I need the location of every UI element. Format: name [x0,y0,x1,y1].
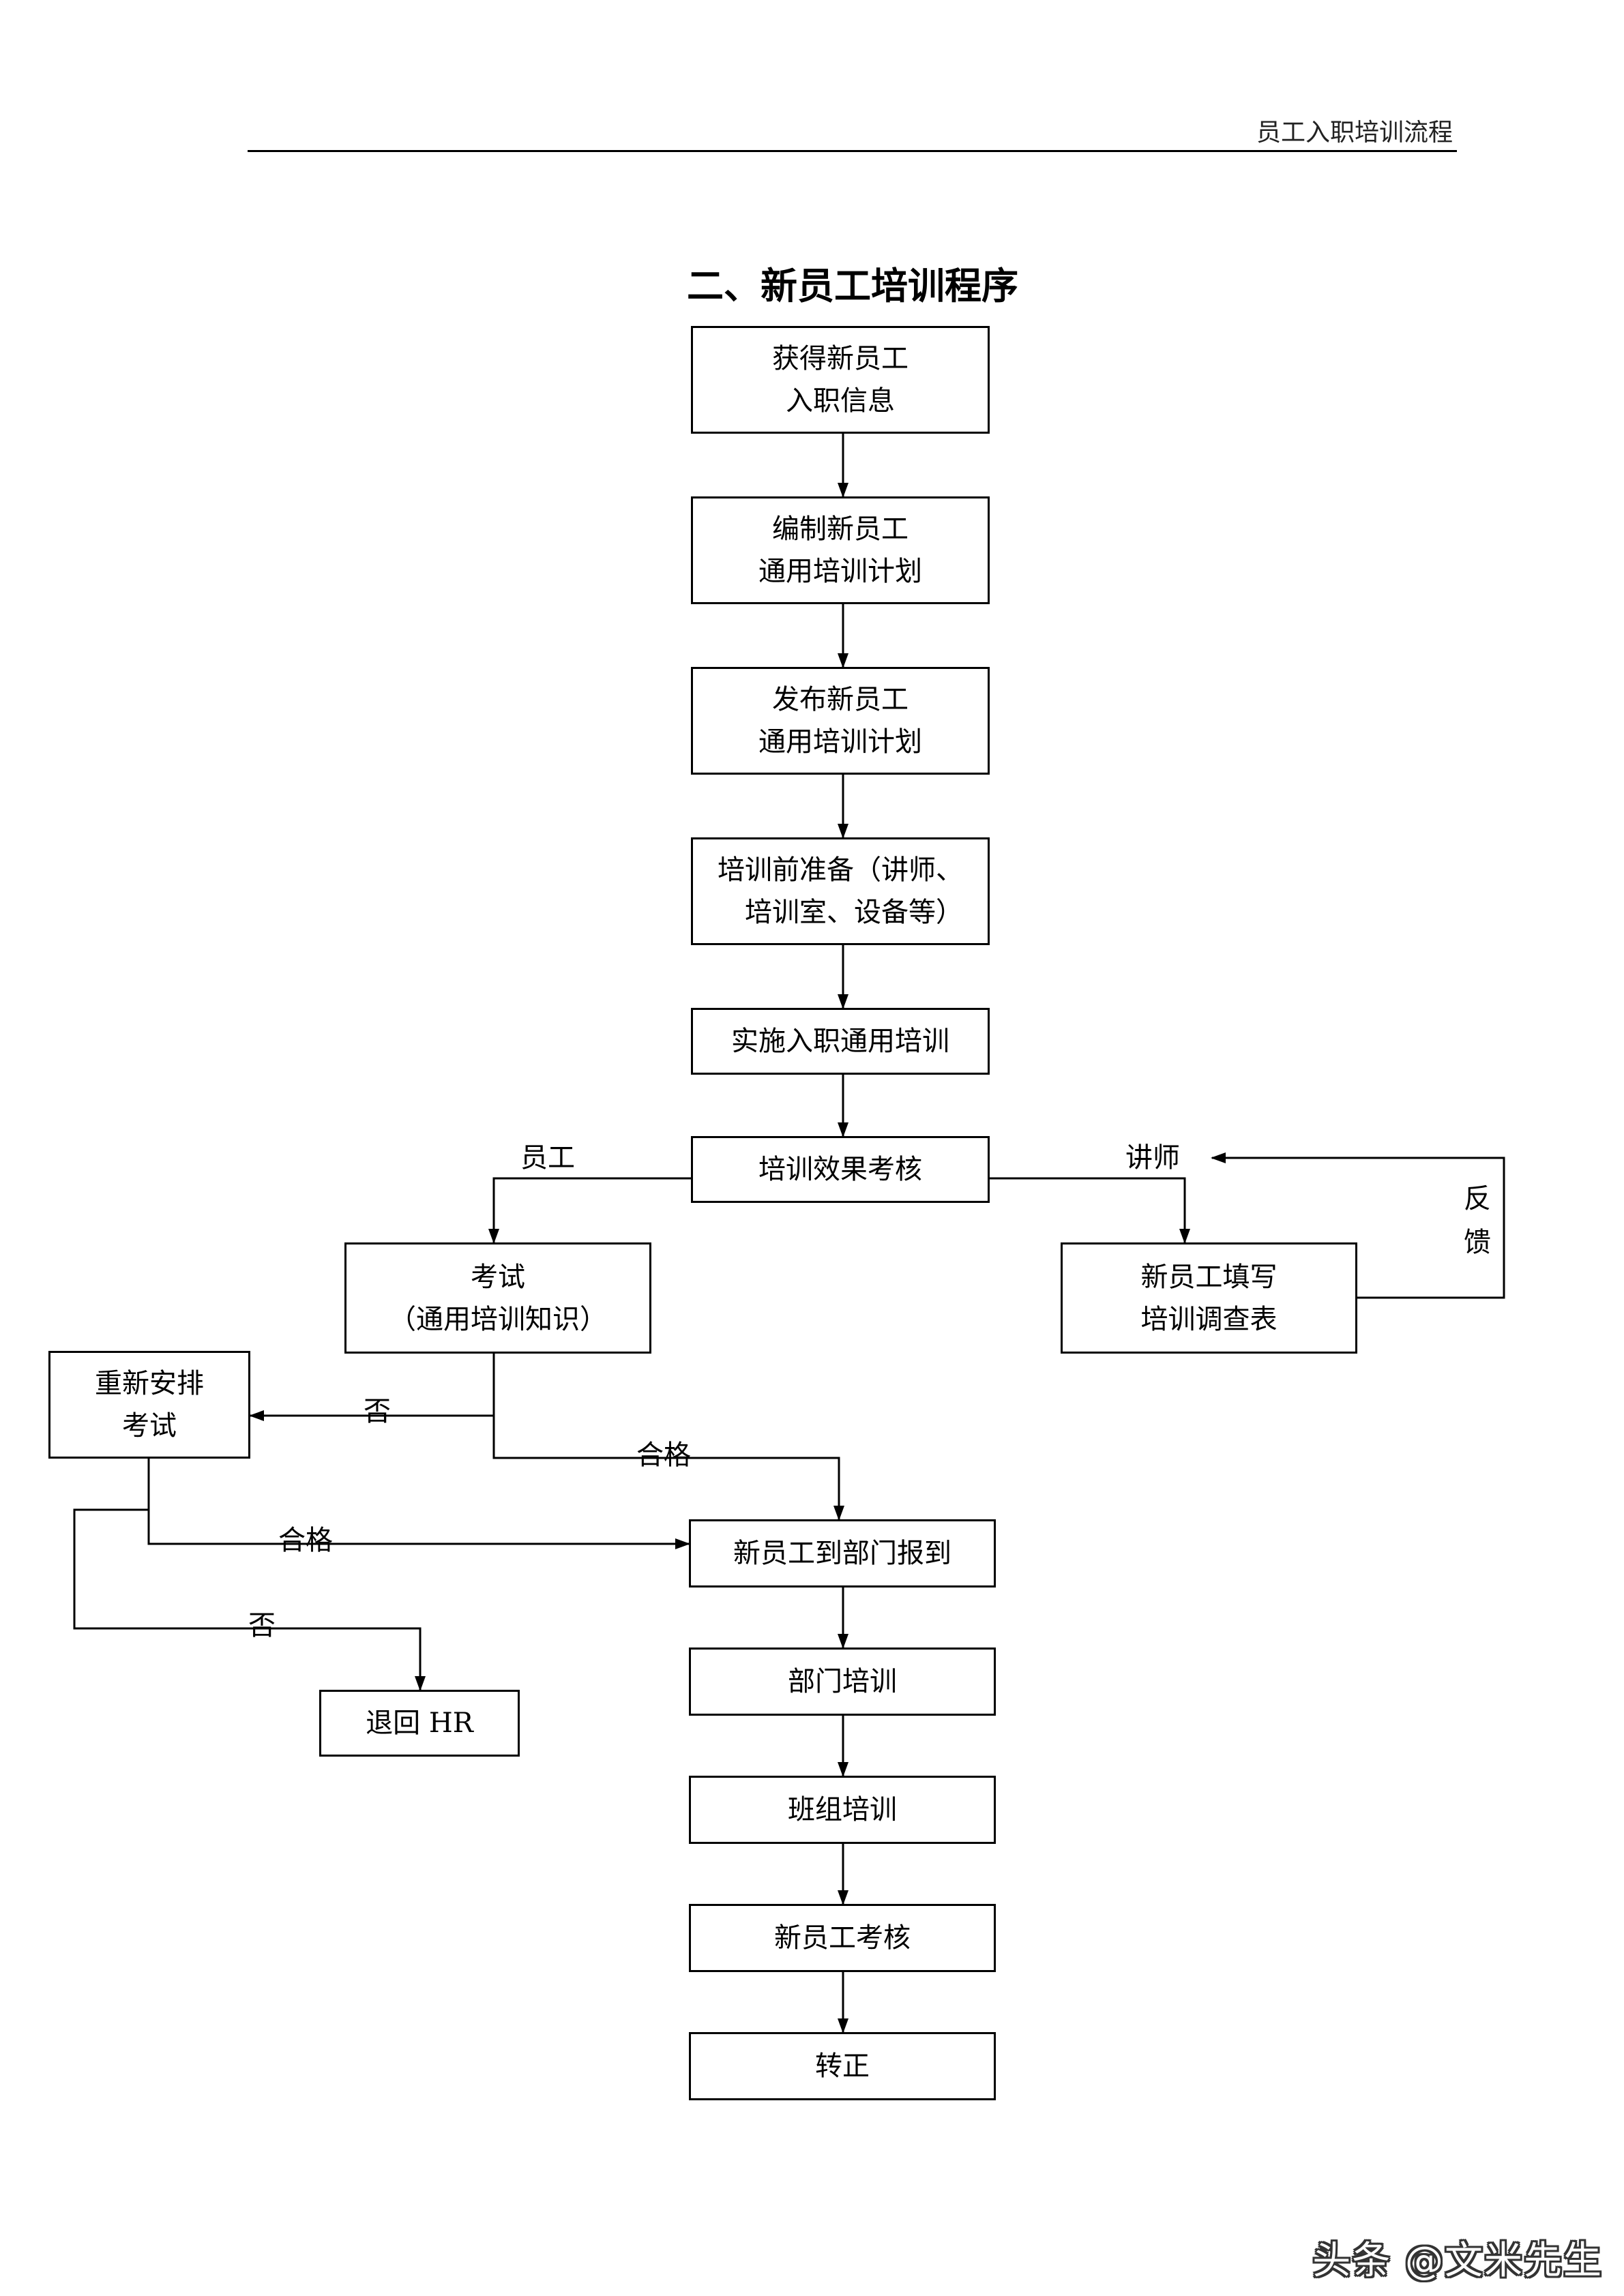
node-assessment: 新员工考核 [689,1904,996,1972]
node-evaluate: 培训效果考核 [691,1136,990,1203]
arrow-evaluate-to-survey [990,1177,1190,1244]
label-employee: 员工 [520,1142,575,1174]
node-report-dept: 新员工到部门报到 [689,1519,996,1587]
node-return-hr: 退回 HR [319,1690,520,1757]
arrow-reschedule-pass [147,1459,690,1549]
label-exam-pass: 合格 [636,1440,691,1471]
arrow-survey-feedback [1211,1152,1505,1299]
node-reschedule-exam: 重新安排 考试 [48,1351,250,1459]
node-get-info: 获得新员工 入职信息 [691,326,990,434]
arrow-reschedule-fail [73,1508,426,1691]
label-reschedule-pass: 合格 [278,1525,333,1556]
label-feedback: 反 馈 [1464,1183,1491,1258]
label-reschedule-fail: 否 [248,1610,276,1641]
header-divider [248,150,1457,152]
node-publish-plan: 发布新员工 通用培训计划 [691,667,990,775]
arrow-exam-pass [492,1416,844,1521]
node-dept-training: 部门培训 [689,1648,996,1716]
node-regularization: 转正 [689,2032,996,2100]
node-exam: 考试 （通用培训知识） [344,1242,651,1354]
label-lecturer: 讲师 [1125,1142,1180,1174]
arrow-evaluate-to-exam [488,1177,691,1244]
node-compile-plan: 编制新员工 通用培训计划 [691,496,990,604]
node-team-training: 班组培训 [689,1776,996,1844]
node-preparation: 培训前准备（讲师、 培训室、设备等） [691,837,990,945]
header-title: 员工入职培训流程 [1256,119,1453,147]
watermark: 头条 @文米先生 [1312,2239,1603,2283]
label-exam-fail: 否 [364,1396,391,1427]
page-title: 二、新员工培训程序 [687,265,1018,308]
node-implement-training: 实施入职通用培训 [691,1008,990,1075]
node-survey: 新员工填写 培训调查表 [1061,1242,1357,1354]
